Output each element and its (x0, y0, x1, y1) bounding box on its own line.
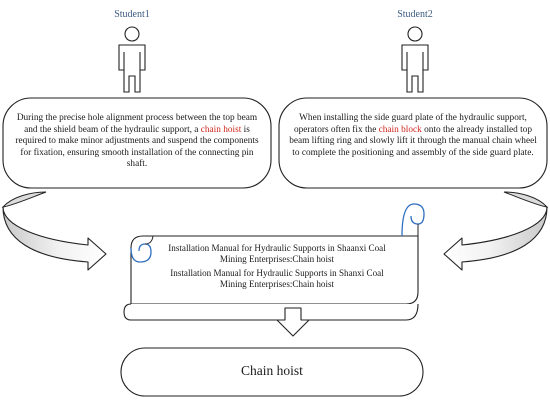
scroll-line-1: Installation Manual for Hydraulic Suppor… (168, 243, 386, 265)
student2-statement: When installing the side guard plate of … (288, 113, 538, 159)
student1-label: Student1 (114, 9, 150, 20)
right-curved-arrow-icon (443, 191, 549, 271)
down-arrow-icon (276, 307, 310, 337)
student2-text-before: When installing the side guard plate of … (293, 113, 527, 135)
student2-text-after: onto the already installed top beam lift… (289, 124, 537, 158)
student1-bubble (2, 97, 272, 189)
student1-statement: During the precise hole alignment proces… (12, 113, 262, 171)
student1-text-before: During the precise hole alignment proces… (16, 113, 258, 135)
left-curved-arrow-icon (1, 191, 107, 271)
result-box (120, 347, 424, 397)
student2-label: Student2 (397, 9, 433, 20)
scroll-line-2: Installation Manual for Hydraulic Suppor… (170, 268, 384, 290)
manual-scroll (123, 203, 425, 321)
student2-bubble (278, 97, 548, 189)
student2-person-icon (401, 26, 429, 93)
student1-person-icon (118, 26, 146, 93)
student1-highlight: chain hoist (200, 124, 242, 135)
student2-highlight: chain block (378, 124, 422, 135)
student1-text-after: is required to make minor adjustments an… (15, 124, 259, 170)
result-label: Chain hoist (241, 363, 303, 378)
